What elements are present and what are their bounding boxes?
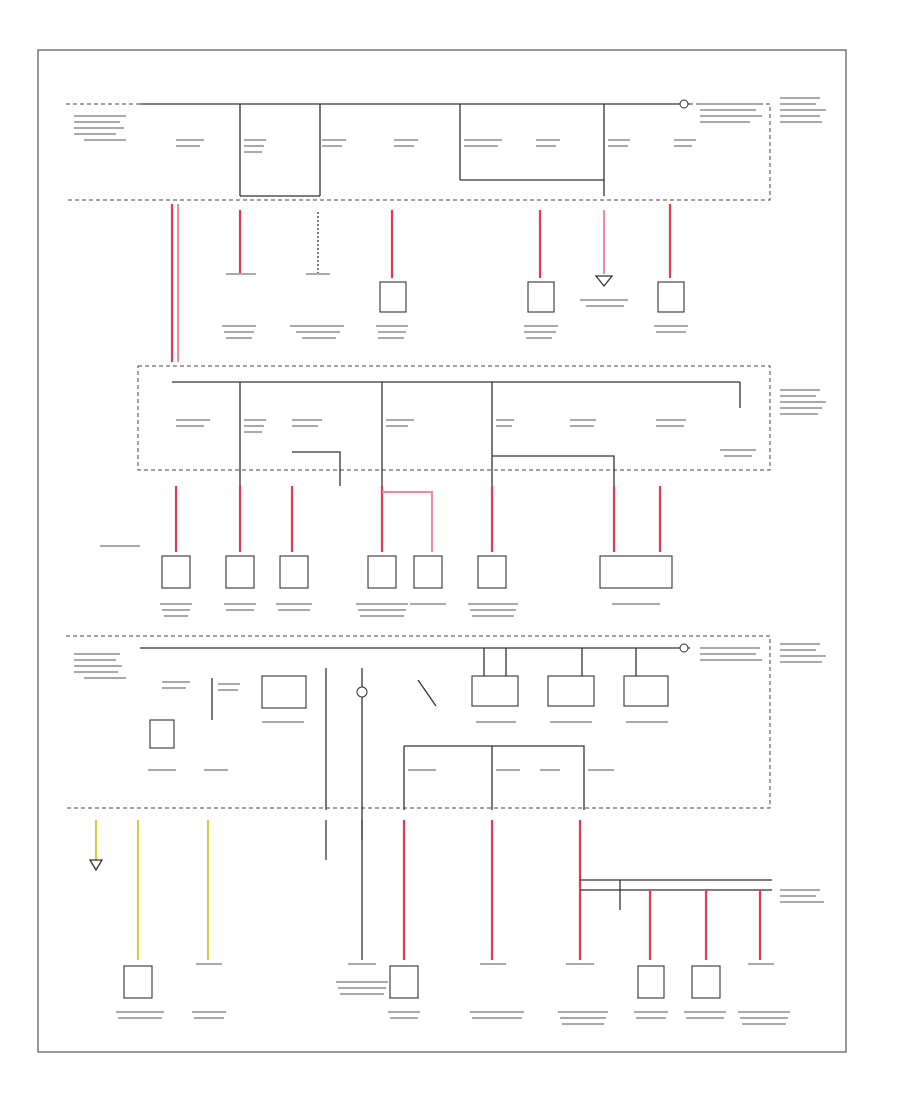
bottom-load-4: [691, 965, 721, 999]
top-fuse-drops: [239, 104, 605, 197]
bottom-load-wires: [94, 820, 772, 960]
bottom-load-3: [637, 965, 665, 999]
bottom-internal-2: [261, 675, 307, 709]
bottom-load-2: [389, 965, 419, 999]
top-load-wires: [170, 204, 672, 362]
bottom-internal: [149, 648, 669, 840]
bottom-load-1: [123, 965, 153, 999]
bottom-load-labels: [116, 889, 824, 1025]
middle-right-label: [780, 389, 826, 415]
top-load-2: [527, 281, 555, 313]
ground-icon: [594, 275, 614, 288]
top-load-labels: [222, 299, 688, 339]
bottom-right-label: [700, 643, 826, 663]
middle-load-4: [367, 555, 397, 589]
middle-fuse-box: [100, 365, 826, 617]
bottom-internal-3: [471, 675, 519, 707]
middle-load-2: [225, 555, 255, 589]
top-right-label: [700, 97, 826, 123]
bottom-fuse-box: [66, 635, 826, 1025]
middle-load-wires: [174, 486, 662, 552]
middle-load-3: [279, 555, 309, 589]
top-load-1: [379, 281, 407, 313]
middle-load-6: [477, 555, 507, 589]
middle-loads: [161, 555, 673, 589]
top-fuse-box: [66, 97, 826, 362]
top-loads: [226, 273, 685, 313]
bottom-internal-1: [149, 719, 175, 749]
middle-load-5: [413, 555, 443, 589]
middle-load-7: [599, 555, 673, 589]
relay-icon: [356, 686, 368, 698]
connector-icon: [679, 99, 689, 109]
middle-fuse-labels: [176, 419, 756, 457]
bottom-fuse-box-label: [74, 653, 126, 679]
ground-icon: [88, 859, 104, 872]
bottom-internal-5: [623, 675, 669, 707]
bottom-loads: [88, 859, 774, 999]
top-fuse-box-label: [72, 112, 130, 148]
middle-load-1: [161, 555, 191, 589]
top-fuse-labels: [176, 139, 696, 153]
middle-load-labels: [100, 545, 660, 617]
outer-frame: [37, 49, 847, 1053]
bottom-fuse-labels: [148, 681, 668, 771]
bottom-internal-4: [547, 675, 595, 707]
top-load-3: [657, 281, 685, 313]
connector-icon: [679, 643, 689, 653]
middle-fuse-drops: [239, 382, 741, 486]
